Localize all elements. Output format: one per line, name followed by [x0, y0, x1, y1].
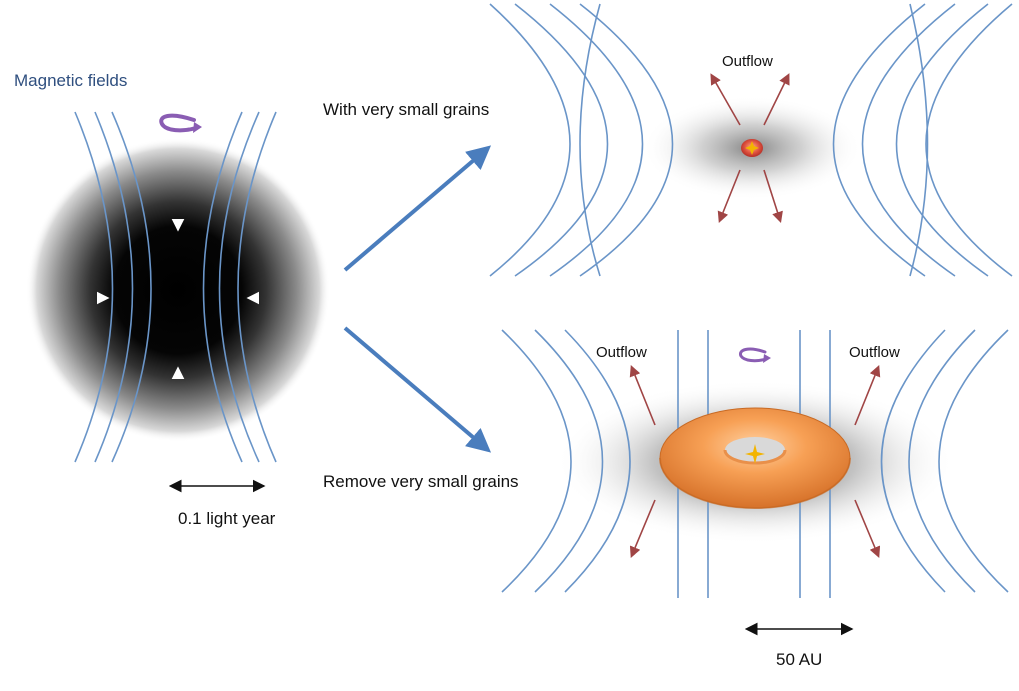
outflow-arrows-bottom — [629, 365, 881, 558]
disk-field-lines — [501, 329, 1009, 598]
curved-rotation-arrow-icon — [159, 113, 202, 133]
scale-core-label: 0.1 light year — [178, 509, 276, 528]
remove-small-grains-label: Remove very small grains — [323, 472, 519, 491]
infall-arrows — [20, 158, 330, 440]
outflow-label-right: Outflow — [849, 344, 900, 361]
scale-disk-label: 50 AU — [776, 650, 823, 669]
outflow-arrows-top — [710, 73, 790, 224]
magnetic-fields-label: Magnetic fields — [14, 71, 128, 90]
curved-rotation-arrow-icon — [739, 347, 771, 363]
arrow-to-small-grains — [343, 145, 492, 272]
outflow-arrow — [854, 365, 881, 426]
removed-grains-panel — [501, 329, 1009, 636]
pinched-field-lines — [489, 3, 1013, 277]
core-field-lines — [74, 111, 277, 463]
outflow-arrow — [629, 499, 656, 558]
four-point-star-icon — [745, 141, 759, 155]
core-panel — [20, 111, 330, 493]
outflow-arrow — [710, 73, 741, 126]
outflow-arrow — [763, 169, 783, 224]
with-small-grains-label: With very small grains — [323, 100, 490, 119]
outflow-arrow — [717, 169, 741, 223]
arrow-to-removed-grains — [343, 326, 492, 453]
four-point-star-icon — [745, 444, 765, 464]
outflow-arrow — [629, 365, 656, 426]
dense-core — [26, 138, 330, 442]
outflow-arrow — [854, 499, 881, 558]
outflow-label-top: Outflow — [722, 53, 773, 70]
outflow-arrow — [763, 73, 790, 126]
small-grains-panel — [489, 3, 1013, 277]
outflow-label-left: Outflow — [596, 344, 647, 361]
